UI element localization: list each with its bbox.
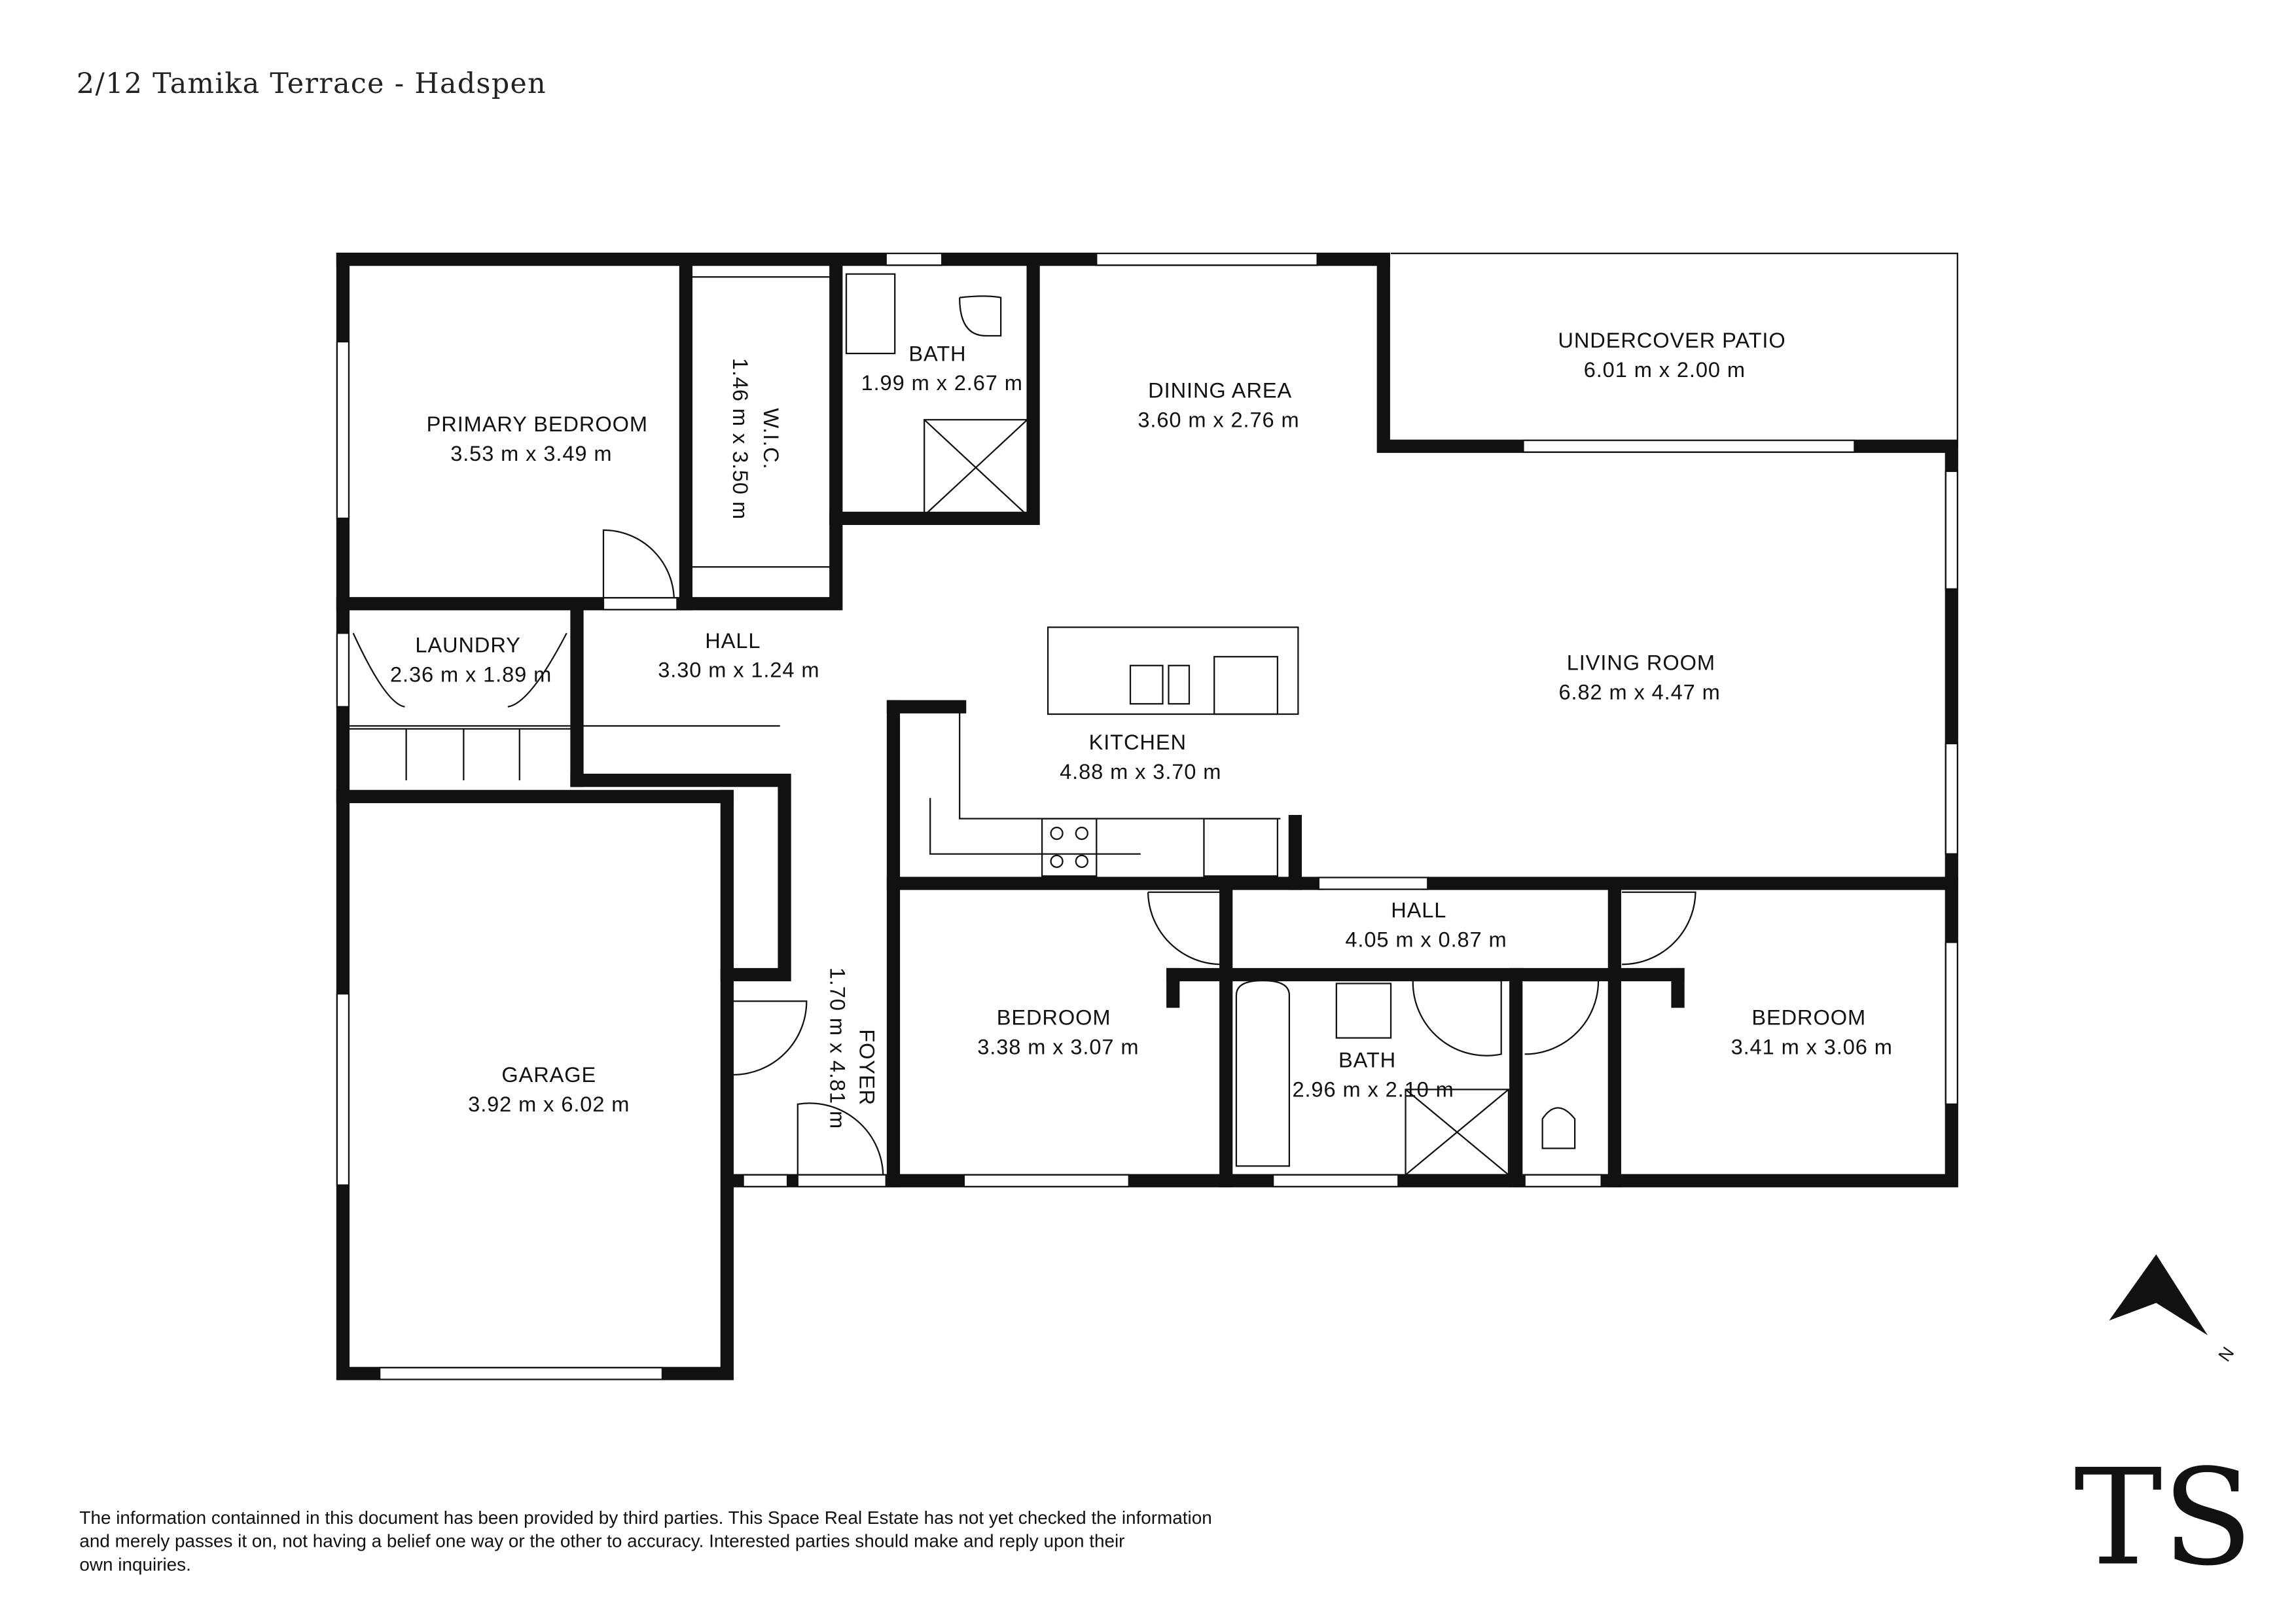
disclaimer-line: The information containned in this docum… [79, 1507, 1211, 1528]
room-name: HALL [705, 628, 761, 653]
room-name: HALL [1391, 897, 1446, 922]
room-labels: PRIMARY BEDROOM 3.53 m x 3.49 m W.I.C. 1… [390, 328, 1893, 1129]
room-dims: 4.05 m x 0.87 m [1345, 927, 1507, 951]
room-dims: 3.92 m x 6.02 m [468, 1092, 630, 1116]
walls [336, 252, 1958, 1380]
room-name: BATH [1338, 1048, 1396, 1072]
room-dims: 3.38 m x 3.07 m [977, 1034, 1139, 1058]
room-dims: 6.82 m x 4.47 m [1558, 679, 1720, 704]
disclaimer: The information containned in this docum… [79, 1507, 1211, 1575]
room-name: PRIMARY BEDROOM [427, 412, 648, 436]
room-name: FOYER [855, 1029, 879, 1106]
company-logo: TS [2074, 1440, 2253, 1595]
room-name: UNDERCOVER PATIO [1558, 328, 1785, 352]
room-name: KITCHEN [1089, 730, 1187, 754]
room-dims: 1.70 m x 4.81 m [825, 967, 850, 1129]
north-label: N [2215, 1343, 2238, 1365]
room-dims: 2.96 m x 2.10 m [1292, 1077, 1454, 1102]
room-dims: 1.46 m x 3.50 m [728, 358, 753, 520]
room-dims: 1.99 m x 2.67 m [861, 370, 1023, 395]
room-dims: 3.41 m x 3.06 m [1731, 1034, 1893, 1058]
room-name: LAUNDRY [415, 633, 520, 657]
disclaimer-line: and merely passes it on, not having a be… [79, 1531, 1124, 1551]
room-dims: 6.01 m x 2.00 m [1584, 357, 1746, 382]
north-arrow: N [2109, 1254, 2238, 1365]
room-dims: 3.60 m x 2.76 m [1138, 407, 1299, 431]
compass-arrow-icon [2109, 1254, 2208, 1335]
room-name: GARAGE [501, 1062, 596, 1087]
room-dims: 2.36 m x 1.89 m [390, 662, 552, 686]
room-name: W.I.C. [759, 408, 783, 469]
disclaimer-line: own inquiries. [79, 1555, 190, 1575]
room-dims: 3.53 m x 3.49 m [450, 441, 612, 465]
page-title: 2/12 Tamika Terrace - Hadspen [77, 67, 547, 100]
room-dims: 3.30 m x 1.24 m [658, 658, 819, 682]
windows [336, 252, 1958, 1380]
room-name: LIVING ROOM [1567, 650, 1715, 674]
room-name: DINING AREA [1148, 378, 1292, 402]
room-name: BEDROOM [1751, 1005, 1866, 1029]
room-name: BATH [908, 341, 966, 365]
room-name: BEDROOM [997, 1005, 1111, 1029]
room-dims: 4.88 m x 3.70 m [1060, 759, 1221, 784]
